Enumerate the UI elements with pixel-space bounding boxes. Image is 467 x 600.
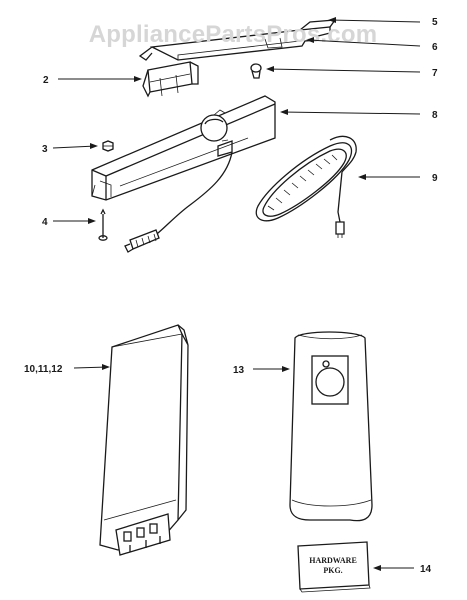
part-cord-assembly: [124, 135, 357, 253]
callout-4: 4: [42, 217, 48, 228]
hardware-label-line2: PKG.: [323, 566, 342, 575]
callout-8: 8: [432, 110, 438, 121]
callout-9: 9: [432, 173, 438, 184]
callout-3: 3: [42, 144, 48, 155]
callout-5: 5: [432, 17, 438, 28]
hardware-label-line1: HARDWARE: [309, 556, 357, 565]
callout-6: 6: [432, 42, 438, 53]
part-handle-bracket: [138, 19, 337, 61]
part-nut: [102, 140, 114, 152]
callout-7: 7: [432, 68, 438, 79]
part-pin: [98, 208, 108, 241]
leader-lines: [52, 17, 421, 571]
part-switch-housing: [91, 95, 276, 201]
callout-2: 2: [43, 75, 49, 86]
part-screw-small: [250, 63, 262, 79]
part-cloth-bag: [289, 331, 373, 522]
callout-numbers: 5 6 2 7 8 3 9 4 10,11,12 13 14: [24, 17, 438, 575]
part-channel-bracket: [142, 61, 199, 98]
part-hardware-package: HARDWARE PKG.: [297, 541, 371, 593]
watermark-text: AppliancePartsPros.com: [89, 21, 378, 48]
callout-10-11-12: 10,11,12: [24, 364, 63, 375]
callout-14: 14: [420, 564, 432, 575]
part-disposable-bag: [99, 324, 189, 556]
callout-13: 13: [233, 365, 245, 376]
